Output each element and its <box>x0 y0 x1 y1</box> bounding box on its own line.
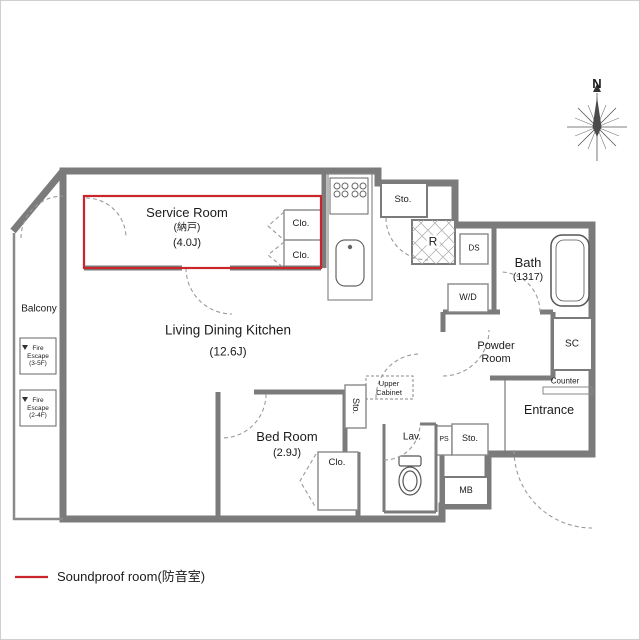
sc-box <box>552 317 593 371</box>
label-refrigerator: R <box>426 234 440 249</box>
fire-escape-hatch-lower: Fire Escape (2-4F) <box>20 391 56 426</box>
label-pipe-space: PS <box>439 436 449 444</box>
diagonal-wall <box>10 168 66 234</box>
bedroom-closet-box <box>317 451 359 511</box>
door-swing-arcs <box>20 195 593 529</box>
label-bath-name: Bath <box>514 254 542 270</box>
label-storage-top: Sto. <box>394 193 412 205</box>
ds-box <box>459 233 489 265</box>
hatch-arrow-icon <box>22 345 28 350</box>
label-meter-box: MB <box>459 485 473 496</box>
label-duct-space: DS <box>468 243 480 253</box>
storage-box-top <box>380 182 428 218</box>
balcony-outline <box>12 233 63 521</box>
label-service-room-kanji: (納戸) <box>173 222 201 234</box>
fire-escape-lower-line3: (2-4F) <box>29 412 47 420</box>
label-closet-service-upper: Clo. <box>292 217 310 229</box>
closet-fold-doors <box>267 211 317 509</box>
stove-icon <box>329 177 369 215</box>
legend-soundproof-text: Soundproof room(防音室) <box>57 568 206 584</box>
label-bath-size: (1317) <box>512 271 544 284</box>
label-storage-hall-vertical: Sto. <box>350 397 361 415</box>
hatch-arrow-icon <box>22 397 28 402</box>
fire-escape-lower-line1: Fire <box>32 396 44 404</box>
wd-box <box>447 283 489 313</box>
label-service-room-name: Service Room <box>146 204 228 220</box>
soundproof-room-outline <box>82 194 323 270</box>
label-balcony: Balcony <box>21 303 57 315</box>
label-service-room-size: (4.0J) <box>172 236 202 249</box>
bathtub-icon <box>550 234 590 307</box>
label-compass-north: N <box>592 75 602 91</box>
label-entrance: Entrance <box>523 403 575 418</box>
fire-escape-lower-line2: Escape <box>27 404 49 412</box>
counter-line <box>542 386 593 395</box>
sink-icon <box>335 239 365 287</box>
label-powder-room-line2: Room <box>481 352 511 365</box>
fire-escape-hatch-upper: Fire Escape (3-5F) <box>20 339 56 374</box>
label-closet-bedroom: Clo. <box>328 456 346 468</box>
label-powder-room-line1: Powder <box>477 339 515 352</box>
fire-escape-box-upper <box>19 337 57 375</box>
fire-escape-upper-line1: Fire <box>32 344 44 352</box>
toilet-icon <box>398 455 422 496</box>
label-upper-cabinet-line1: Upper <box>378 378 400 388</box>
label-bedroom-name: Bed Room <box>256 428 318 444</box>
compass-icon <box>567 84 627 161</box>
label-ldk-size: (12.6J) <box>209 344 247 359</box>
label-storage-hall: Sto. <box>461 433 479 444</box>
label-ldk-name: Living Dining Kitchen <box>164 322 292 338</box>
label-washer-dryer: W/D <box>459 292 477 303</box>
fire-escape-upper-line2: Escape <box>27 352 49 360</box>
meter-box <box>443 476 489 506</box>
label-upper-cabinet-line2: Cabinet <box>376 387 402 397</box>
label-closet-service-lower: Clo. <box>292 249 310 261</box>
fire-escape-box-lower <box>19 389 57 427</box>
thin-partitions <box>283 209 506 454</box>
label-counter: Counter <box>550 376 580 386</box>
label-lavatory: Lav. <box>402 431 422 443</box>
storage-box-hall <box>451 423 489 456</box>
label-shoe-closet: SC <box>565 338 579 350</box>
fire-escape-upper-line3: (3-5F) <box>29 360 47 368</box>
lavatory-walls <box>382 422 438 514</box>
label-bedroom-size: (2.9J) <box>272 446 302 459</box>
storage-box-hall-vertical <box>344 384 367 429</box>
